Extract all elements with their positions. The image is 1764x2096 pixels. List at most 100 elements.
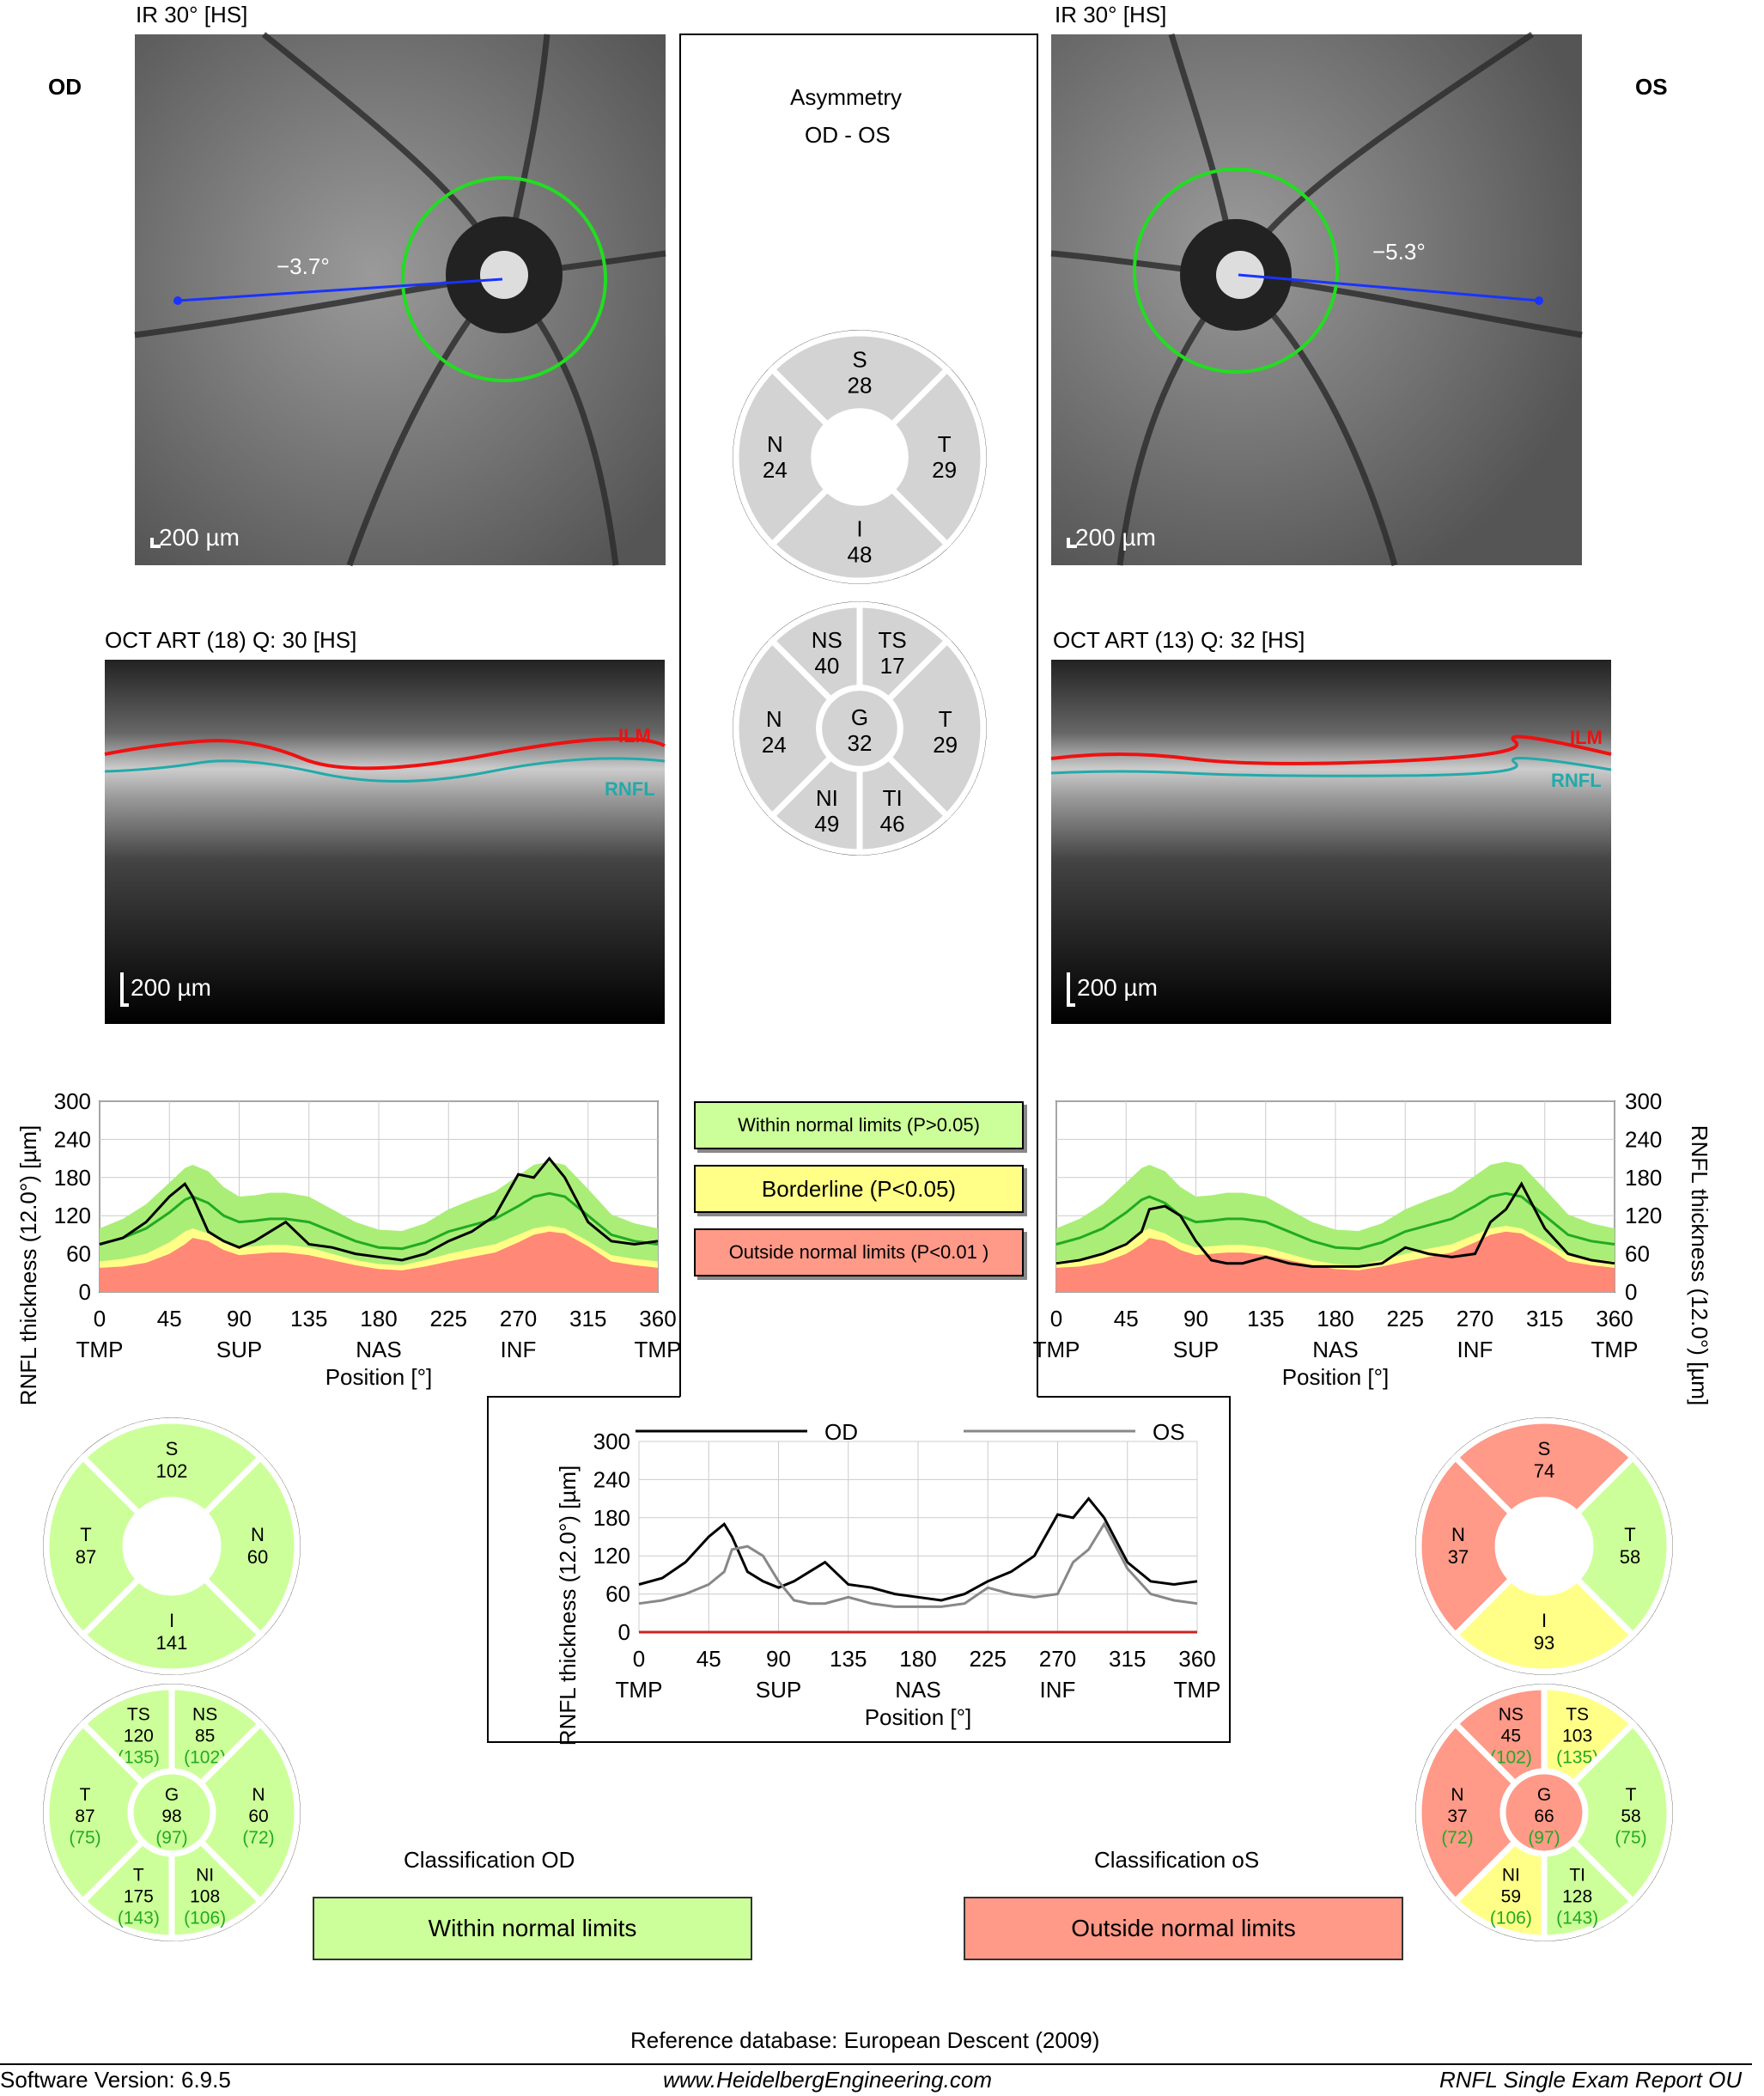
quadrant-value: 28 xyxy=(848,372,873,398)
sector-wedge-TI xyxy=(1541,1837,1638,1941)
x-tick-label: 360 xyxy=(1178,1646,1215,1672)
quadrant-wedge-I xyxy=(768,484,952,584)
x-tick-label: 315 xyxy=(1109,1646,1146,1672)
sector-label: TMP xyxy=(1033,1337,1080,1362)
x-tick-label: 180 xyxy=(1317,1306,1353,1331)
quadrant-value: 37 xyxy=(1448,1546,1469,1568)
y-tick-label: 300 xyxy=(54,1088,91,1114)
quadrant-wedge-I xyxy=(78,1575,265,1675)
quadrant-value: 74 xyxy=(1534,1460,1554,1482)
os-ir-scale-bar xyxy=(1067,538,1077,548)
sector-reference: (135) xyxy=(1556,1748,1598,1768)
sector-wedge-T xyxy=(78,1837,175,1941)
y-tick-label: 60 xyxy=(1625,1241,1650,1267)
y-tick-label: 120 xyxy=(1625,1203,1662,1228)
sector-reference: (106) xyxy=(1490,1908,1532,1928)
quadrant-value: 48 xyxy=(848,542,873,568)
quadrant-name: T xyxy=(938,431,952,457)
asymmetry-title-2: OD - OS xyxy=(805,122,891,148)
quadrant-value: 58 xyxy=(1620,1546,1640,1568)
y-axis-label: RNFL thickness (12.0°) [µm] xyxy=(15,1125,41,1405)
quadrant-value: 60 xyxy=(247,1546,268,1568)
os-oct-scale: 200 µm xyxy=(1077,974,1158,1001)
normal-mean-line xyxy=(1055,1191,1615,1251)
sector-name: N xyxy=(252,1785,265,1805)
sector-reference: (106) xyxy=(184,1908,226,1928)
quadrant-name: N xyxy=(1451,1524,1465,1545)
sector-label: TMP xyxy=(635,1337,682,1362)
sector-wedge-NI xyxy=(1451,1837,1548,1941)
quadrant-name: T xyxy=(80,1524,91,1545)
sector-label: SUP xyxy=(216,1337,262,1362)
sector-value: 46 xyxy=(880,811,905,837)
od-fundus-svg xyxy=(134,32,666,567)
x-tick-label: 270 xyxy=(500,1306,537,1331)
os-rnfl-label: RNFL xyxy=(1551,770,1602,791)
quadrant-wedge-T xyxy=(887,365,987,549)
legend-within: Within normal limits (P>0.05) xyxy=(694,1101,1024,1149)
sector-reference: (75) xyxy=(69,1828,100,1848)
sector-name: G xyxy=(1537,1785,1551,1805)
quadrant-name: S xyxy=(166,1438,179,1459)
sector-label: INF xyxy=(1040,1677,1076,1703)
x-tick-label: 90 xyxy=(227,1306,252,1331)
x-tick-label: 0 xyxy=(94,1306,106,1331)
sector-name: TI xyxy=(883,785,903,811)
y-axis-label: RNFL thickness (12.0°) [µm] xyxy=(555,1465,581,1746)
x-axis-label: Position [°] xyxy=(865,1704,972,1730)
sector-value: 103 xyxy=(1562,1727,1592,1746)
y-tick-label: 240 xyxy=(54,1126,91,1152)
outside-band-red xyxy=(1056,1231,1615,1292)
sector-reference: (143) xyxy=(118,1908,160,1928)
x-tick-label: 225 xyxy=(430,1306,467,1331)
sector-value: 98 xyxy=(161,1807,181,1826)
os-oct-bscan: ILM RNFL 200 µm xyxy=(1050,660,1612,1024)
sector-value: 45 xyxy=(1501,1727,1521,1746)
x-tick-label: 360 xyxy=(639,1306,676,1331)
quadrant-wedge-T xyxy=(43,1453,143,1640)
y-tick-label: 180 xyxy=(54,1165,91,1191)
x-tick-label: 90 xyxy=(766,1646,791,1672)
sector-label: TMP xyxy=(1591,1337,1639,1362)
y-tick-label: 0 xyxy=(1625,1279,1637,1305)
sector-name: T xyxy=(1626,1785,1637,1805)
sector-value: 58 xyxy=(1621,1807,1640,1826)
os-fundus-image: −5.3° 200 µm xyxy=(1050,32,1583,566)
sector-reference: (97) xyxy=(1528,1828,1560,1848)
os-oct-scale-bar xyxy=(1067,972,1075,1007)
quadrant-name: S xyxy=(1538,1438,1551,1459)
sector-wedge-NI xyxy=(168,1837,265,1941)
quadrant-wedge-N xyxy=(733,365,832,549)
sector-name: G xyxy=(851,704,868,730)
od-sector-pie: TS120(135)NS85(102)T87(75)G98(97)N60(72)… xyxy=(43,1684,301,1941)
outside-band-red xyxy=(100,1231,658,1292)
sector-value: 40 xyxy=(814,653,839,679)
quadrant-value: 87 xyxy=(76,1546,96,1568)
sector-label: INF xyxy=(1457,1337,1493,1362)
y-tick-label: 300 xyxy=(593,1429,630,1454)
website-link[interactable]: www.HeidelbergEngineering.com xyxy=(663,2067,992,2093)
od-classification-box: Within normal limits xyxy=(313,1897,752,1960)
sector-name: T xyxy=(133,1865,144,1885)
od-oct-bscan: ILM RNFL 200 µm xyxy=(104,660,666,1024)
x-axis-label: Position [°] xyxy=(325,1364,433,1390)
quadrant-name: N xyxy=(251,1524,265,1545)
legend-outside: Outside normal limits (P<0.01 ) xyxy=(694,1228,1024,1276)
sector-value: 29 xyxy=(933,732,958,758)
x-tick-label: 0 xyxy=(1050,1306,1062,1331)
sector-wedge-T xyxy=(884,637,987,820)
sector-name: N xyxy=(1451,1785,1463,1805)
x-tick-label: 90 xyxy=(1183,1306,1208,1331)
sector-value: 66 xyxy=(1534,1807,1554,1826)
asymmetry-title-1: Asymmetry xyxy=(790,84,902,110)
os-classification-box: Outside normal limits xyxy=(964,1897,1403,1960)
y-tick-label: 240 xyxy=(1625,1126,1662,1152)
quadrant-name: I xyxy=(856,516,862,542)
x-axis-label: Position [°] xyxy=(1282,1364,1390,1390)
quadrant-value: 24 xyxy=(763,457,788,483)
os-oct-title: OCT ART (13) Q: 32 [HS] xyxy=(1053,627,1305,653)
sector-name: TS xyxy=(879,627,907,653)
